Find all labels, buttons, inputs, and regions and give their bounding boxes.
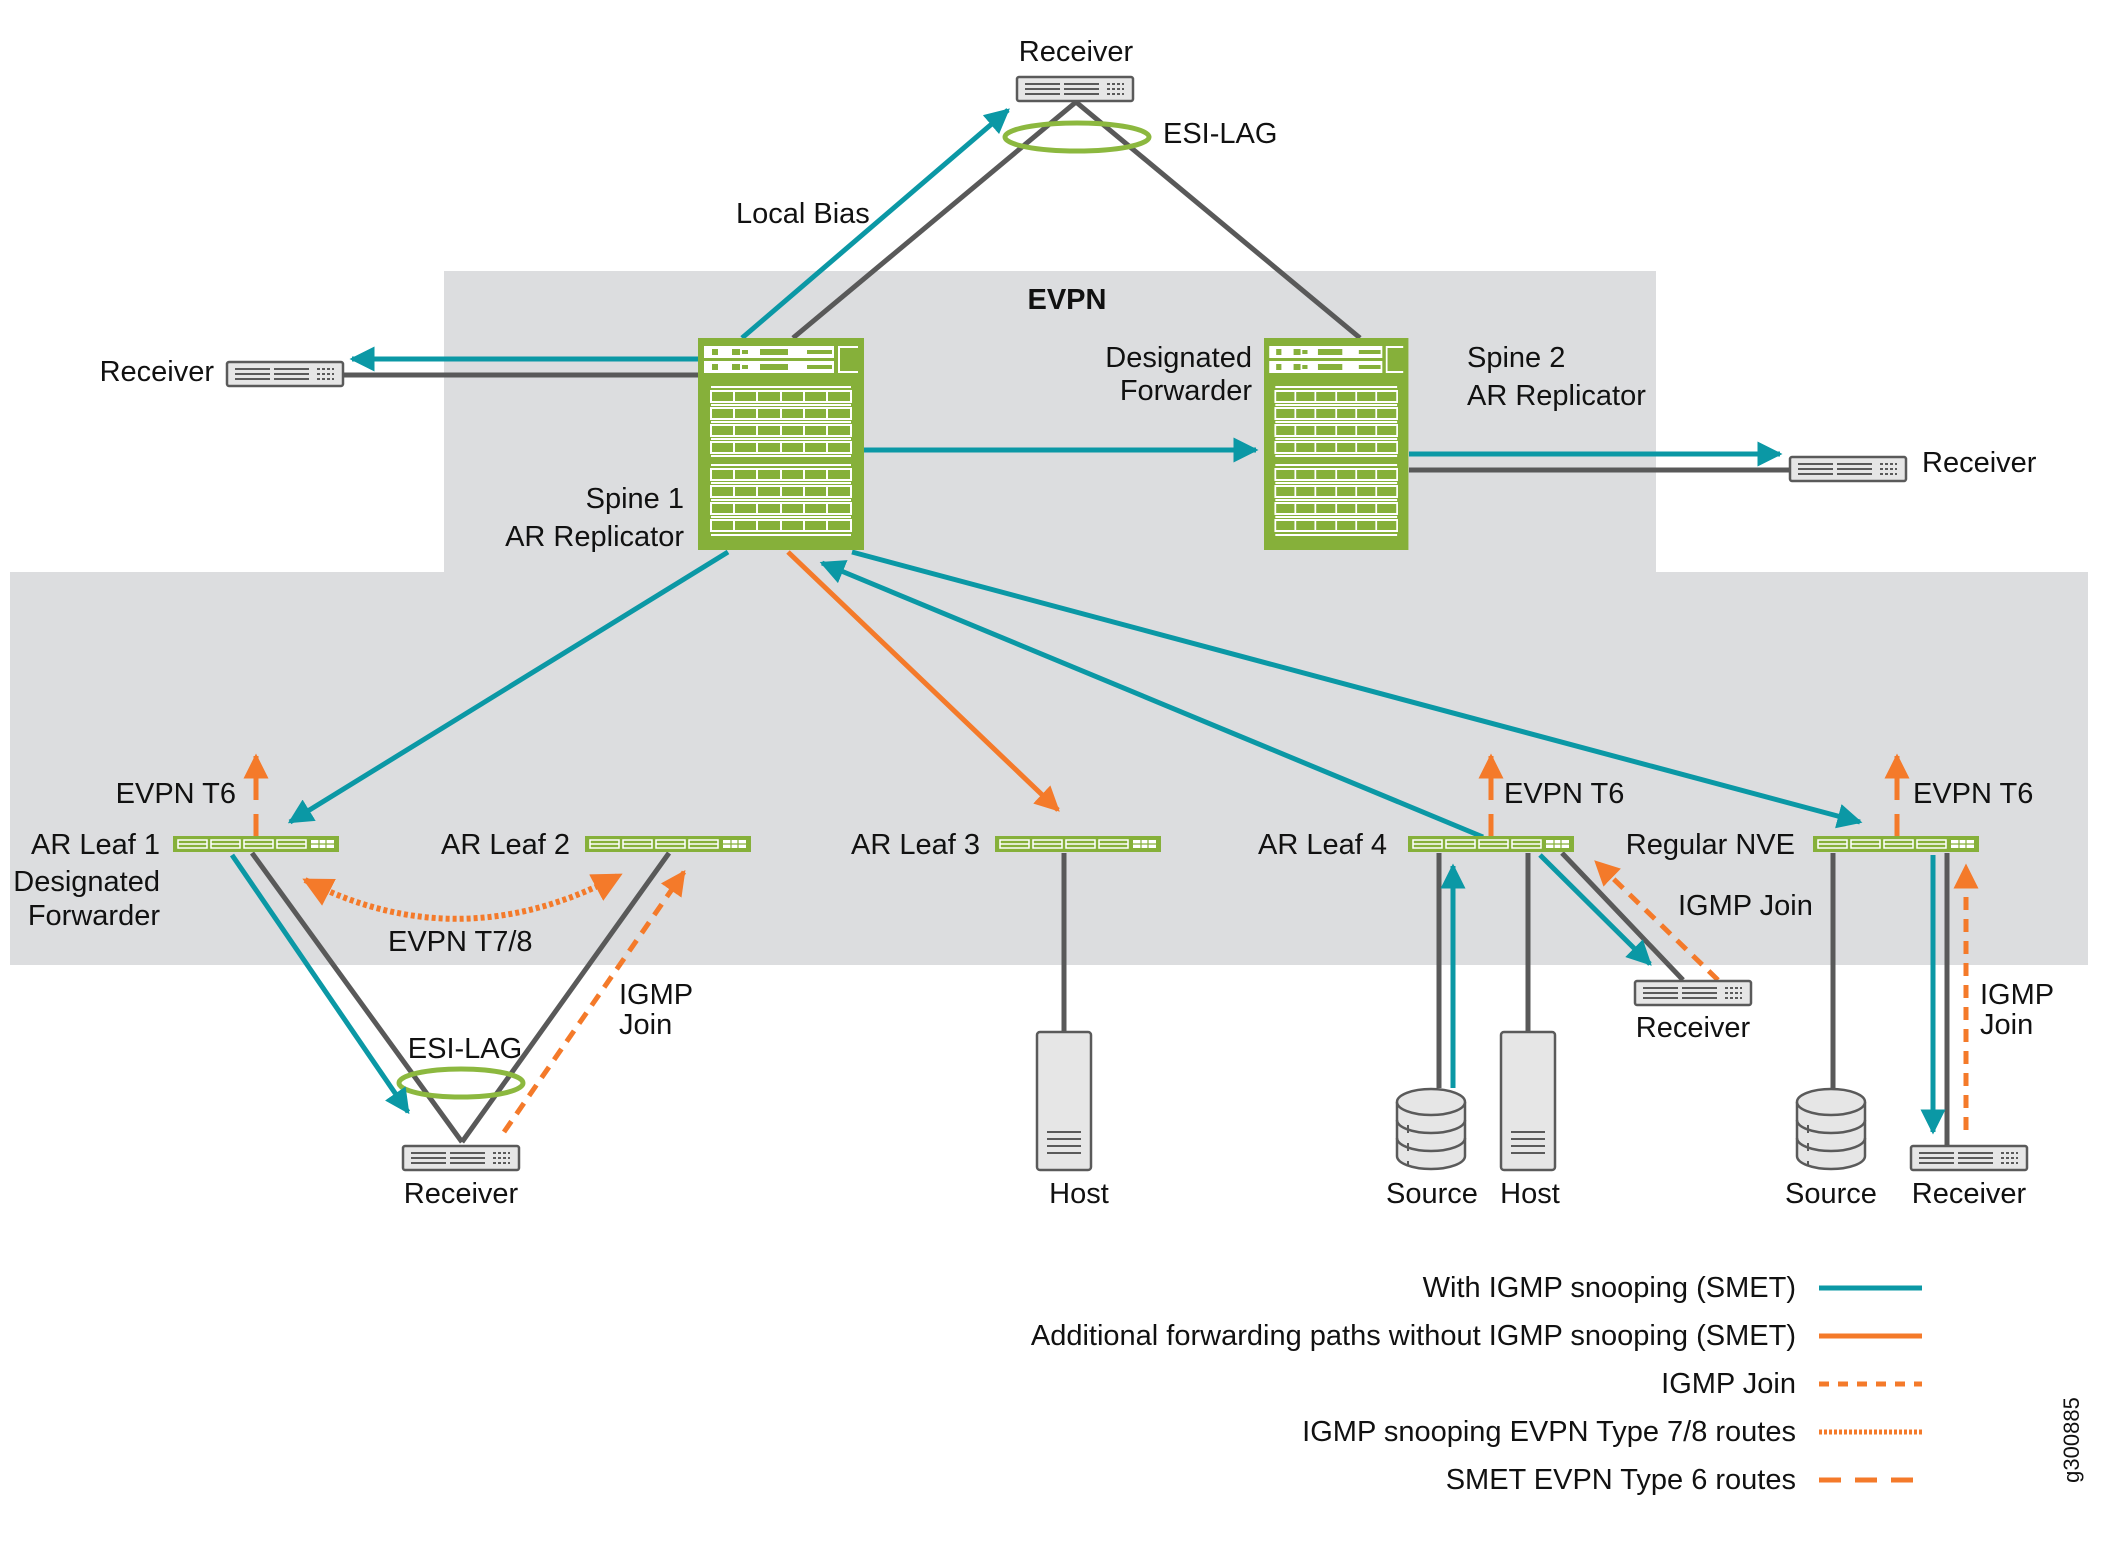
host-leaf4-icon <box>1499 1030 1557 1172</box>
igmp-join-receiver-leaf2 <box>501 869 687 1134</box>
flow-leaf1-receiver <box>229 853 411 1115</box>
leaf2-icon <box>584 835 752 853</box>
receiver-left-icon <box>225 360 345 388</box>
igmp-join-leaf2-line2: Join <box>619 1009 672 1041</box>
leaf2-name: AR Leaf 2 <box>441 829 570 861</box>
leaf4-t6-label: EVPN T6 <box>1504 778 1624 810</box>
evpn-t78-route <box>302 872 623 922</box>
figure-id: g300885 <box>2059 1397 2084 1483</box>
nve-icon <box>1812 835 1980 853</box>
local-bias-label: Local Bias <box>736 198 870 230</box>
leaf1-df-line1: Designated <box>13 866 160 898</box>
flow-spine1-leaf3-no-smet <box>786 550 1060 812</box>
receiver-leaf12-icon <box>401 1144 521 1172</box>
source-leaf4-label: Source <box>1386 1178 1478 1210</box>
leaf1-name: AR Leaf 1 <box>31 829 160 861</box>
spine1-role: AR Replicator <box>505 521 684 553</box>
igmp-join-receiver-leaf4 <box>1594 860 1720 982</box>
legend-item: SMET EVPN Type 6 routes <box>1446 1464 1922 1496</box>
source-nve-icon <box>1795 1087 1867 1171</box>
spine2-name: Spine 2 <box>1467 342 1565 374</box>
receiver-leaf12-label: Receiver <box>404 1178 519 1210</box>
spine1-name: Spine 1 <box>586 483 684 515</box>
legend: With IGMP snooping (SMET) Additional for… <box>1031 1272 1922 1496</box>
esi-lag-ring-bottom <box>396 1066 526 1100</box>
esi-lag-ring-top <box>1002 120 1152 154</box>
receiver-nve-icon <box>1909 1144 2029 1172</box>
flow-spine1-nve <box>851 549 1863 829</box>
evpn-t78-label: EVPN T7/8 <box>388 926 533 958</box>
leaf3-icon <box>994 835 1162 853</box>
receiver-leaf4-label: Receiver <box>1636 1012 1751 1044</box>
leaf4-name: AR Leaf 4 <box>1258 829 1387 861</box>
igmp-join-leaf4-label: IGMP Join <box>1678 890 1813 922</box>
host-leaf4-label: Host <box>1500 1178 1560 1210</box>
receiver-right-icon <box>1788 455 1908 483</box>
esi-lag-top-label: ESI-LAG <box>1163 118 1277 150</box>
link-leaf4-receiver <box>1560 851 1685 982</box>
leaf1-df-line2: Forwarder <box>28 900 160 932</box>
link-spine1-receiver-top <box>791 100 1078 340</box>
flow-leaf4-spine1 <box>819 560 1484 840</box>
legend-label: SMET EVPN Type 6 routes <box>1446 1464 1796 1496</box>
leaf3-name: AR Leaf 3 <box>851 829 980 861</box>
link-spine2-receiver-top <box>1074 100 1362 340</box>
flow-spine1-receiver-top <box>740 108 1010 340</box>
leaf1-t6-label: EVPN T6 <box>116 778 236 810</box>
igmp-join-flows <box>501 860 1979 1134</box>
spine1-icon <box>697 337 865 551</box>
leaf4-icon <box>1407 835 1575 853</box>
legend-label: Additional forwarding paths without IGMP… <box>1031 1320 1796 1352</box>
receiver-leaf4-icon <box>1633 979 1753 1007</box>
igmp-join-leaf2-line1: IGMP <box>619 979 693 1011</box>
receiver-nve-label: Receiver <box>1912 1178 2027 1210</box>
igmp-join-nve-line2: Join <box>1980 1009 2033 1041</box>
source-leaf4-icon <box>1395 1087 1467 1171</box>
host-leaf3-icon <box>1035 1030 1093 1172</box>
host-leaf3-label: Host <box>1049 1178 1109 1210</box>
nve-t6-label: EVPN T6 <box>1913 778 2033 810</box>
receiver-right-label: Receiver <box>1922 447 2037 479</box>
evpn-t6-routes <box>243 753 1910 836</box>
nve-name: Regular NVE <box>1626 829 1795 861</box>
receiver-top-label: Receiver <box>1019 36 1134 68</box>
spine2-df-line2: Forwarder <box>1120 375 1252 407</box>
spine2-icon <box>1263 337 1410 551</box>
spine2-df-line1: Designated <box>1105 342 1252 374</box>
spine2-role: AR Replicator <box>1467 380 1646 412</box>
physical-links <box>249 100 1950 1145</box>
igmp-join-nve-line1: IGMP <box>1980 979 2054 1011</box>
receiver-top-icon <box>1015 75 1135 103</box>
evpn-region <box>10 271 2088 965</box>
legend-label: IGMP snooping EVPN Type 7/8 routes <box>1302 1416 1796 1448</box>
legend-item: Additional forwarding paths without IGMP… <box>1031 1320 1922 1352</box>
legend-item: With IGMP snooping (SMET) <box>1423 1272 1922 1304</box>
source-nve-label: Source <box>1785 1178 1877 1210</box>
flow-spine1-leaf1 <box>287 549 730 825</box>
flow-leaf4-receiver <box>1538 853 1652 966</box>
legend-item: IGMP Join <box>1661 1368 1922 1400</box>
evpn-region-label: EVPN <box>1028 284 1107 316</box>
esi-lag-bottom-label: ESI-LAG <box>408 1033 522 1065</box>
smet-flows <box>229 108 1946 1135</box>
legend-label: IGMP Join <box>1661 1368 1796 1400</box>
legend-label: With IGMP snooping (SMET) <box>1423 1272 1796 1304</box>
receiver-left-label: Receiver <box>100 356 215 388</box>
leaf1-icon <box>172 835 340 853</box>
legend-item: IGMP snooping EVPN Type 7/8 routes <box>1302 1416 1922 1448</box>
